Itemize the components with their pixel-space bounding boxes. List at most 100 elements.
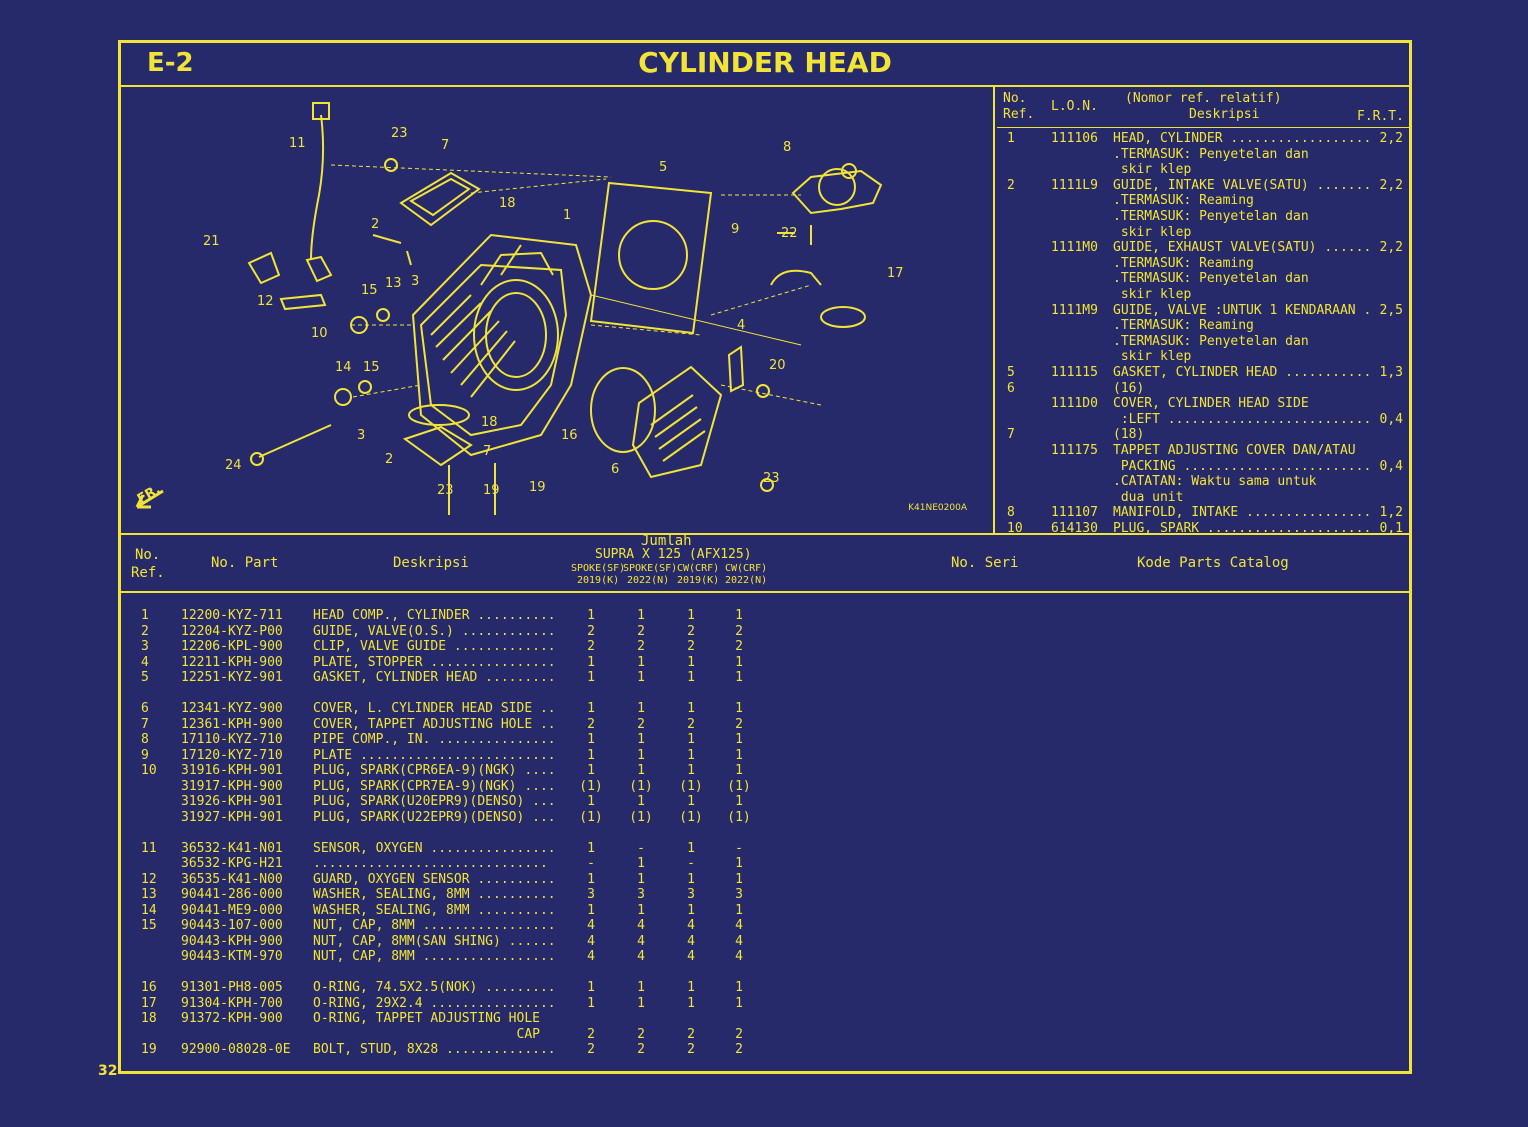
part-qty: 1	[735, 608, 743, 623]
part-qty: 1	[587, 902, 595, 918]
callout-number: 15	[361, 283, 378, 298]
part-qty: 4	[637, 949, 645, 964]
part-qty: 1	[735, 856, 743, 871]
part-number: 31926-KPH-901	[181, 794, 283, 809]
callout-number: 19	[483, 483, 500, 498]
parts-row	[121, 686, 1409, 702]
parts-header-qty-title: Jumlah	[641, 533, 692, 549]
part-qty: 1	[687, 902, 695, 918]
part-number: 90443-107-000	[181, 918, 283, 933]
ref-lon: 111106	[1051, 131, 1098, 146]
part-number: 31916-KPH-901	[181, 763, 283, 778]
part-qty: 2	[687, 1042, 695, 1057]
ref-desc: GUIDE, EXHAUST VALVE(SATU) ......	[1113, 240, 1372, 256]
ref-header-no: No.	[1003, 91, 1027, 106]
section-code: E-2	[147, 48, 194, 78]
part-desc: PLUG, SPARK(U22EPR9)(DENSO) ...	[313, 809, 556, 825]
part-ref: 17	[141, 995, 157, 1011]
part-desc: CAP	[313, 1026, 540, 1042]
part-qty: 1	[735, 701, 743, 716]
part-qty: (1)	[679, 778, 703, 794]
part-ref: 14	[141, 902, 157, 918]
ref-desc: .TERMASUK: Penyetelan dan	[1113, 271, 1309, 287]
ref-desc: .TERMASUK: Penyetelan dan	[1113, 146, 1309, 162]
part-number: 91372-KPH-900	[181, 1011, 283, 1026]
qty-col-4: CW(CRF)	[725, 563, 768, 574]
ref-desc: .TERMASUK: Penyetelan dan	[1113, 209, 1309, 224]
callout-number: 11	[289, 136, 306, 151]
ref-no: 7	[1007, 427, 1015, 443]
part-number: 92900-08028-0E	[181, 1042, 291, 1057]
callout-number: 24	[225, 458, 242, 473]
part-qty: 1	[587, 701, 595, 716]
part-qty: 2	[687, 623, 695, 639]
part-qty: 2	[587, 639, 595, 654]
callout-number: 19	[529, 480, 546, 495]
part-qty: 4	[637, 933, 645, 949]
part-qty: 1	[735, 794, 743, 809]
ref-no: 6	[1007, 380, 1015, 396]
parts-header-model: SUPRA X 125 (AFX125)	[595, 547, 752, 562]
part-qty: 1	[637, 856, 645, 871]
part-qty: 1	[687, 995, 695, 1011]
part-desc: NUT, CAP, 8MM(SAN SHING) ......	[313, 933, 556, 949]
part-number: 90443-KTM-970	[181, 949, 283, 964]
ref-desc: GASKET, CYLINDER HEAD ...........	[1113, 365, 1372, 380]
part-desc: NUT, CAP, 8MM .................	[313, 918, 556, 933]
ref-no: 10	[1007, 521, 1023, 536]
ref-lon: 111115	[1051, 365, 1098, 380]
part-qty: 1	[735, 654, 743, 670]
callout-number: 18	[481, 415, 498, 430]
part-number: 90441-ME9-000	[181, 902, 283, 918]
callout-number: 9	[731, 222, 739, 237]
part-qty: 1	[637, 654, 645, 670]
part-desc: GASKET, CYLINDER HEAD .........	[313, 670, 556, 685]
part-qty: (1)	[727, 809, 751, 825]
part-qty: 1	[735, 980, 743, 995]
part-qty: -	[587, 856, 595, 871]
part-qty: 1	[587, 871, 595, 887]
ref-desc: PLUG, SPARK .....................	[1113, 521, 1372, 536]
part-qty: (1)	[579, 778, 603, 794]
page-number: 32	[98, 1063, 118, 1079]
ref-header-desc: Deskripsi	[1189, 107, 1260, 122]
parts-header-catalog: Kode Parts Catalog	[1137, 555, 1289, 571]
callout-number: 5	[659, 160, 667, 175]
part-qty: 4	[735, 918, 743, 933]
part-qty: 1	[735, 902, 743, 918]
ref-desc: (18)	[1113, 427, 1145, 443]
part-ref: 9	[141, 747, 149, 763]
diagram-code: K41NE0200A	[908, 503, 967, 513]
part-qty: 1	[587, 608, 595, 623]
part-desc: PLUG, SPARK(U20EPR9)(DENSO) ...	[313, 794, 556, 809]
part-number: 36535-K41-N00	[181, 871, 283, 887]
qty-year-3: 2019(K)	[677, 575, 720, 586]
part-qty: 1	[587, 747, 595, 763]
part-qty: 1	[637, 980, 645, 995]
ref-desc: PACKING ........................	[1113, 458, 1372, 474]
ref-lon: 111175	[1051, 443, 1098, 458]
part-number: 90441-286-000	[181, 887, 283, 902]
ref-no: 2	[1007, 177, 1015, 193]
part-qty: 2	[735, 639, 743, 654]
ref-lon: 1111L9	[1051, 177, 1098, 193]
callout-number: 16	[561, 428, 578, 443]
parts-header-serial: No. Seri	[951, 555, 1019, 571]
part-qty: 3	[735, 887, 743, 902]
part-desc: BOLT, STUD, 8X28 ..............	[313, 1042, 556, 1057]
part-qty: 1	[587, 670, 595, 685]
part-qty: 2	[735, 716, 743, 732]
parts-header-ref: Ref.	[131, 565, 165, 581]
part-number: 12206-KPL-900	[181, 639, 283, 654]
part-qty: 2	[687, 716, 695, 732]
part-number: 12211-KPH-900	[181, 654, 283, 670]
part-qty: 1	[687, 747, 695, 763]
part-number: 91301-PH8-005	[181, 980, 283, 995]
part-qty: 1	[687, 732, 695, 747]
part-number: 17110-KYZ-710	[181, 732, 283, 747]
